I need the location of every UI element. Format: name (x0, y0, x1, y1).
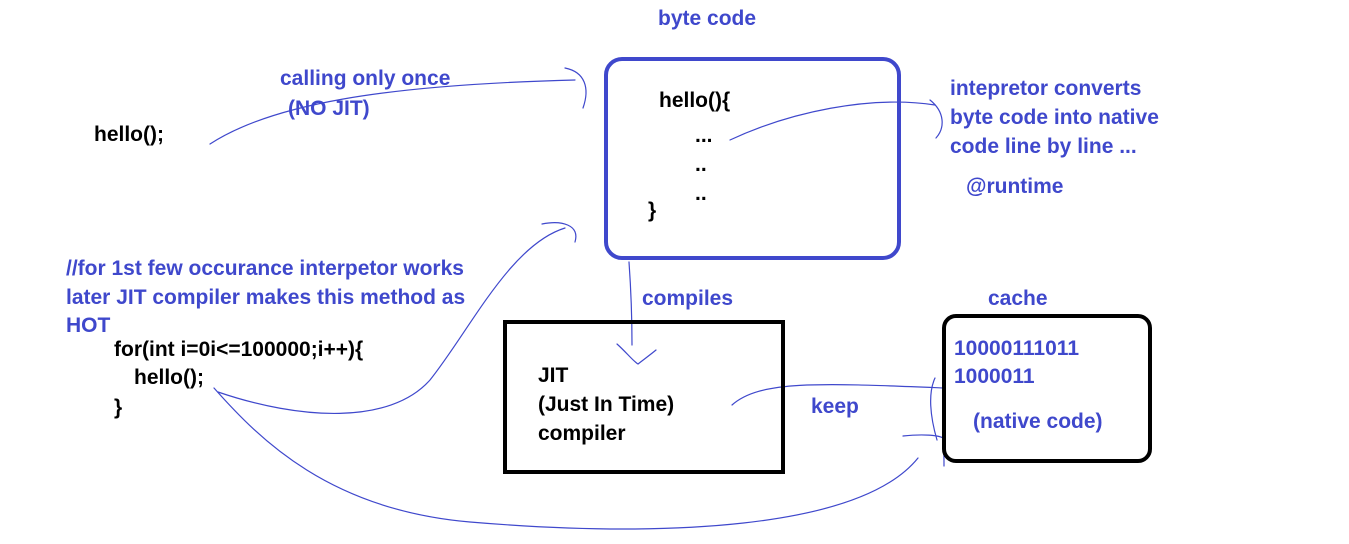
interpreter-note-line-1: intepretor converts (950, 77, 1142, 100)
arrow-loop-to-bytecode (217, 227, 566, 414)
jit-compiler-box (503, 320, 785, 474)
native-code-label: (native code) (973, 410, 1103, 433)
byte-code-title: byte code (658, 7, 757, 30)
runtime-label: @runtime (966, 175, 1064, 198)
compiles-label: compiles (642, 287, 734, 310)
hot-comment-line-1: //for 1st few occurance interpetor works (66, 257, 464, 280)
jit-line-1: JIT (538, 364, 569, 387)
cache-line-1: 10000111011 (954, 337, 1079, 360)
loop-line-3: } (114, 396, 123, 419)
arrow-hello-to-bytecode (209, 79, 576, 145)
arrow-jit-to-cache (731, 384, 946, 406)
hot-comment-line-3: HOT (66, 314, 111, 337)
cache-line-2: 1000011 (954, 365, 1035, 388)
interpreter-note-line-2: byte code into native (950, 106, 1159, 129)
keep-label: keep (811, 395, 859, 418)
bytecode-line-3: .. (695, 153, 707, 176)
arrowhead-bytecode-to-interpreter (929, 99, 943, 139)
jit-line-3: compiler (538, 422, 626, 445)
cache-box (942, 314, 1152, 463)
bytecode-line-4: .. (695, 182, 707, 205)
calling-once-label: calling only once (280, 67, 451, 90)
jit-line-2: (Just In Time) (538, 393, 675, 416)
loop-line-2: hello(); (134, 366, 204, 389)
arrow-loop-to-cache (213, 387, 919, 530)
hello-call-single: hello(); (94, 123, 164, 146)
bytecode-box (604, 57, 901, 260)
bytecode-line-5: } (648, 199, 657, 222)
arrowhead-bytecode-to-jit (616, 343, 657, 365)
arrowhead-hello-to-bytecode (564, 67, 587, 109)
arrowhead-loop-to-bytecode (541, 222, 577, 243)
arrowhead-jit-to-cache (930, 377, 938, 441)
loop-line-1: for(int i=0i<=100000;i++){ (114, 338, 364, 361)
no-jit-label: (NO JIT) (288, 97, 370, 120)
bytecode-line-2: ... (695, 124, 713, 147)
hot-comment-line-2: later JIT compiler makes this method as (66, 286, 466, 309)
interpreter-note-line-3: code line by line ... (950, 135, 1137, 158)
cache-title: cache (988, 287, 1048, 310)
arrow-bytecode-to-jit (628, 261, 633, 346)
bytecode-line-1: hello(){ (659, 89, 731, 112)
arrow-bytecode-to-interpreter (729, 101, 936, 141)
arrowhead-loop-to-cache (902, 434, 945, 467)
